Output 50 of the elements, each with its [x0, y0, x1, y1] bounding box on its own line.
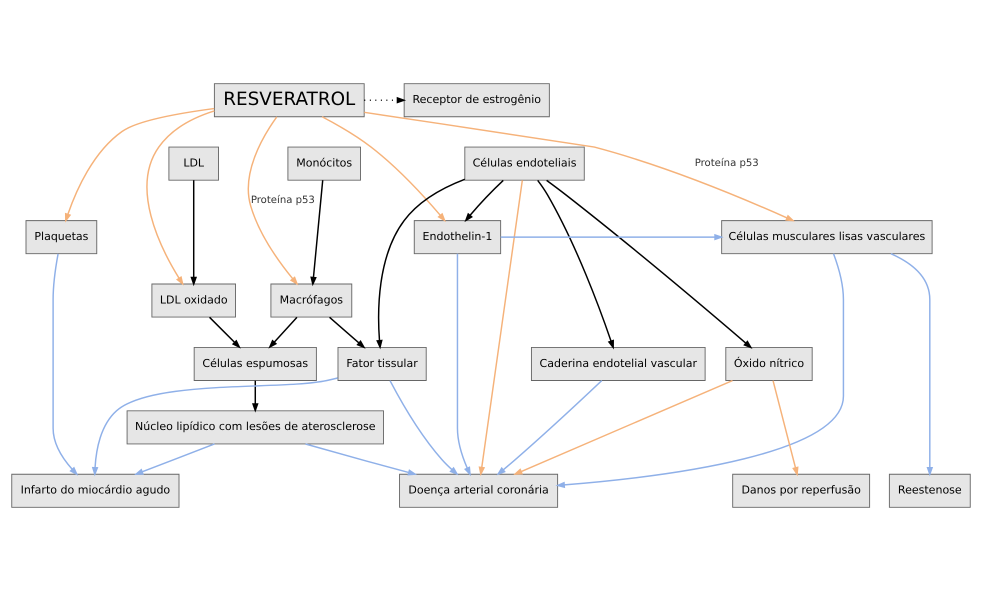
- node-box: Fator tissular: [338, 346, 427, 380]
- arrow: [248, 116, 298, 286]
- arrow: [478, 180, 524, 476]
- arrow: [389, 380, 459, 475]
- arrow: [268, 316, 298, 348]
- arrow: [364, 96, 406, 103]
- arrow: [310, 180, 324, 286]
- node-box: LDL oxidado: [151, 283, 236, 318]
- arrow: [322, 116, 446, 222]
- arrow: [890, 252, 934, 476]
- node-box: Receptor de estrogênio: [404, 82, 550, 117]
- arrow: [252, 380, 259, 412]
- arrow: [305, 442, 418, 476]
- arrow: [92, 376, 338, 476]
- arrow: [546, 179, 752, 348]
- arrow: [52, 253, 78, 476]
- arrow: [134, 442, 215, 474]
- node-box: Endothelin-1: [414, 220, 502, 254]
- node-box: Células musculares lisas vasculares: [721, 220, 933, 254]
- node-box: Infarto do miocárdio agudo: [11, 473, 180, 508]
- node-box: Óxido nítrico: [725, 346, 813, 380]
- arrow: [556, 252, 844, 488]
- node-box: Células endoteliais: [464, 146, 585, 180]
- arrow: [513, 379, 733, 474]
- arrow: [464, 179, 504, 222]
- arrow: [146, 110, 215, 286]
- arrow: [64, 107, 214, 222]
- arrow: [500, 233, 724, 240]
- arrow: [456, 253, 471, 476]
- node-box: Células espumosas: [194, 346, 317, 380]
- node-box: Caderina endotelial vascular: [530, 346, 706, 380]
- node-box: Núcleo lipídico com lesões de aterosclerose: [126, 410, 384, 444]
- node-box: Macrófagos: [270, 283, 352, 318]
- edge-label: Proteína p53: [694, 158, 759, 169]
- node-box: Doença arterial coronária: [399, 473, 558, 508]
- arrow: [190, 180, 197, 286]
- node-box: RESVERATROL: [214, 82, 365, 117]
- arrow: [772, 380, 799, 476]
- node-box: LDL: [168, 146, 219, 180]
- node-box: Reestenose: [888, 473, 971, 508]
- arrow: [496, 380, 602, 475]
- arrow: [537, 179, 614, 349]
- node-box: Monócitos: [287, 146, 361, 180]
- arrow: [376, 178, 465, 349]
- arrow: [209, 316, 241, 348]
- edge-label: Proteína p53: [250, 194, 315, 206]
- node-box: Danos por reperfusão: [732, 473, 870, 508]
- arrow: [329, 316, 366, 348]
- node-box: Plaquetas: [26, 220, 98, 254]
- arrow: [364, 111, 796, 221]
